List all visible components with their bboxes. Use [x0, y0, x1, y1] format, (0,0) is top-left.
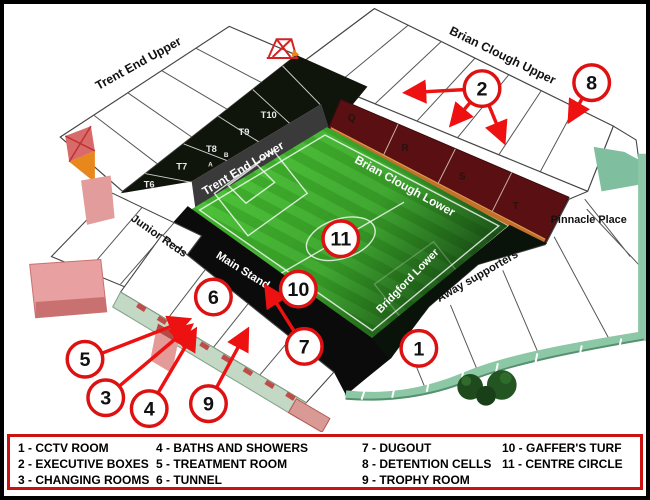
section-t10: T10	[261, 110, 277, 120]
pinnacle-structure	[593, 146, 646, 192]
pitch-markings	[198, 134, 501, 332]
arrow-8-icon	[567, 96, 591, 125]
west-gantry-orange	[69, 150, 95, 183]
section-t6: T6	[144, 179, 155, 189]
callout-arrows	[101, 79, 591, 394]
marker-5: 5	[65, 339, 105, 379]
marker-3: 3	[86, 378, 126, 418]
legend-item: 11 - CENTRE CIRCLE	[502, 457, 623, 471]
stadium-diagram: T6 T7 T8 T9 T10 A B Q R S T	[29, 7, 646, 432]
legend-item: 1 - CCTV ROOM	[18, 441, 109, 455]
marker-2: 2	[462, 69, 502, 109]
svg-text:5: 5	[79, 349, 90, 371]
trent-end-walkway	[191, 104, 329, 211]
marker-8: 8	[572, 63, 612, 103]
marker-11: 11	[321, 219, 361, 259]
right-edge-wall	[638, 153, 646, 342]
marker-7: 7	[284, 326, 324, 366]
label-pinnacle-place: Pinnacle Place	[551, 214, 627, 226]
arrow-2a-icon	[402, 79, 465, 104]
section-r: R	[401, 143, 408, 154]
legend-item: 10 - GAFFER'S TURF	[502, 441, 622, 455]
legend: 1 - CCTV ROOM 2 - EXECUTIVE BOXES 3 - CH…	[4, 432, 646, 496]
legend-box: 1 - CCTV ROOM 2 - EXECUTIVE BOXES 3 - CH…	[7, 434, 643, 490]
legend-column-4: 10 - GAFFER'S TURF 11 - CENTRE CIRCLE	[502, 440, 623, 472]
legend-item: 2 - EXECUTIVE BOXES	[18, 457, 149, 471]
away-stand-back-wall	[345, 331, 645, 406]
section-t8-row-b: B	[224, 152, 229, 159]
legend-item: 5 - TREATMENT ROOM	[156, 457, 288, 471]
marker-1: 1	[399, 328, 439, 368]
legend-column-1: 1 - CCTV ROOM 2 - EXECUTIVE BOXES 3 - CH…	[18, 440, 149, 488]
marker-6: 6	[193, 277, 233, 317]
marker-10: 10	[278, 269, 318, 309]
section-t8-row-a: A	[208, 162, 213, 169]
arrow-2c-icon	[485, 104, 508, 146]
legend-item: 3 - CHANGING ROOMS	[18, 473, 150, 487]
floodlight-pylon	[266, 38, 299, 59]
svg-text:3: 3	[100, 388, 111, 410]
svg-text:10: 10	[287, 279, 309, 301]
legend-item: 4 - BATHS AND SHOWERS	[156, 441, 309, 455]
trent-end-section-labels: T6 T7 T8 T9 T10 A B	[144, 110, 277, 189]
numbered-markers: 1 2 3 4 5 6 7 8 9 10 11	[65, 63, 612, 429]
svg-text:7: 7	[299, 336, 310, 358]
legend-column-3: 7 - DUGOUT 8 - DETENTION CELLS 9 - TROPH…	[362, 440, 491, 488]
legend-column-2: 4 - BATHS AND SHOWERS 5 - TREATMENT ROOM…	[156, 440, 308, 488]
section-t9: T9	[239, 127, 250, 137]
svg-text:6: 6	[208, 287, 219, 309]
marker-9: 9	[188, 384, 228, 424]
svg-text:4: 4	[144, 399, 155, 421]
outer-buildings	[29, 38, 300, 319]
arrow-7-icon	[264, 283, 296, 333]
svg-text:11: 11	[330, 229, 351, 251]
arrow-4-icon	[156, 326, 198, 394]
legend-item: 7 - DUGOUT	[362, 441, 432, 455]
section-s: S	[459, 171, 466, 182]
section-q: Q	[348, 113, 356, 124]
bridgford-shadow-band	[337, 224, 548, 395]
svg-text:9: 9	[203, 394, 214, 416]
legend-item: 9 - TROPHY ROOM	[362, 473, 470, 487]
trees	[457, 370, 517, 406]
legend-item: 6 - TUNNEL	[156, 473, 222, 487]
main-stand-facade	[111, 291, 331, 432]
arrow-2b-icon	[448, 101, 474, 128]
svg-text:8: 8	[586, 73, 597, 95]
section-t7: T7	[176, 162, 187, 172]
svg-text:1: 1	[413, 338, 424, 360]
section-t: T	[513, 201, 519, 212]
south-corner-building	[287, 398, 331, 432]
legend-item: 8 - DETENTION CELLS	[362, 457, 492, 471]
arrow-9-icon	[214, 326, 250, 389]
centre-circle-marking	[305, 216, 376, 262]
marker-4: 4	[129, 389, 169, 429]
trent-end-lower-stand	[120, 55, 368, 211]
svg-text:2: 2	[477, 79, 488, 101]
section-t8: T8	[206, 144, 217, 154]
